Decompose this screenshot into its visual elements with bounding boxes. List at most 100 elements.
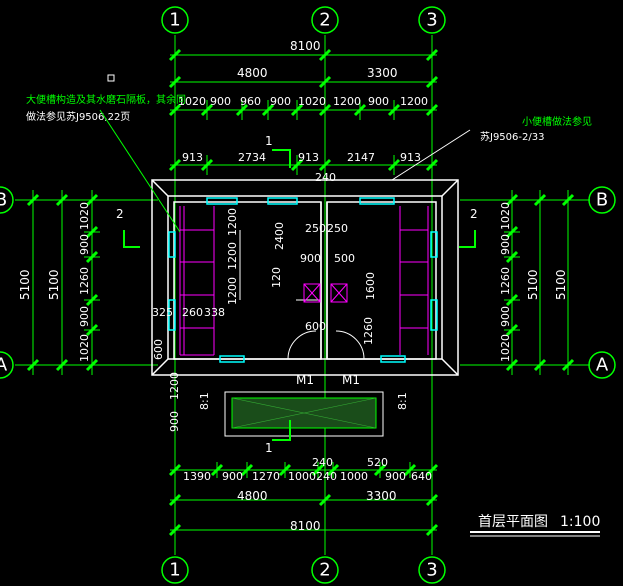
dim-bottom-4800: 4800 — [237, 489, 268, 503]
svg-text:1020: 1020 — [499, 334, 512, 362]
svg-text:240: 240 — [315, 171, 336, 184]
svg-text:A: A — [0, 355, 8, 376]
svg-text:1200: 1200 — [168, 372, 181, 400]
svg-text:500: 500 — [334, 252, 355, 265]
svg-text:640: 640 — [411, 470, 432, 483]
svg-text:260: 260 — [182, 306, 203, 319]
dim-bottom-overall: 8100 — [290, 519, 321, 533]
svg-text:1200: 1200 — [226, 242, 239, 270]
svg-text:8:1: 8:1 — [396, 392, 409, 410]
svg-text:900: 900 — [300, 252, 321, 265]
left-dimension-ticks — [26, 193, 99, 372]
dim-bottom-3300: 3300 — [366, 489, 397, 503]
bottom-dimension-lines — [170, 462, 437, 531]
svg-text:1200: 1200 — [400, 95, 428, 108]
svg-text:900: 900 — [499, 306, 512, 327]
svg-text:3: 3 — [426, 560, 437, 581]
note-left-line2: 做法参见苏J9506,22页 — [26, 110, 130, 123]
svg-text:913: 913 — [400, 151, 421, 164]
axis-bubble-right-b: B — [588, 186, 616, 214]
annotation-notes: 大便槽构造及其水磨石隔板，其余同 做法参见苏J9506,22页 小便槽做法参见 … — [26, 74, 592, 233]
svg-text:520: 520 — [367, 456, 388, 469]
svg-text:5100: 5100 — [554, 269, 568, 300]
svg-text:3: 3 — [426, 10, 437, 31]
svg-text:1020: 1020 — [78, 202, 91, 230]
svg-text:250: 250 — [305, 222, 326, 235]
svg-text:338: 338 — [204, 306, 225, 319]
svg-text:A: A — [596, 355, 609, 376]
note-left-line1: 大便槽构造及其水磨石隔板，其余同 — [26, 93, 186, 106]
svg-text:240: 240 — [316, 470, 337, 483]
section-marks — [123, 149, 476, 441]
svg-text:2: 2 — [470, 207, 478, 221]
door-label-m1-right: M1 — [342, 373, 360, 387]
door-labels: M1 M1 — [296, 373, 360, 387]
svg-text:2: 2 — [116, 207, 124, 221]
svg-text:900: 900 — [499, 234, 512, 255]
svg-text:B: B — [596, 190, 608, 211]
svg-text:1200: 1200 — [226, 208, 239, 236]
svg-text:5100: 5100 — [526, 269, 540, 300]
svg-text:1260: 1260 — [78, 267, 91, 295]
svg-text:2400: 2400 — [273, 222, 286, 250]
axis-bubble-left-b: B — [0, 186, 14, 214]
interior-dimensions: 2400 250 250 900 500 1200 1200 1200 120 … — [152, 208, 409, 432]
right-dimension-text: 1020 900 1260 900 1020 5100 5100 — [499, 202, 568, 362]
section-mark-labels: 1 1 2 2 — [116, 134, 478, 455]
top-dimension-text: 8100 4800 3300 1020 900 960 900 1020 120… — [178, 39, 428, 184]
left-dimension-text: 5100 5100 1020 900 1260 900 1020 — [18, 202, 91, 362]
svg-text:1260: 1260 — [499, 267, 512, 295]
svg-text:900: 900 — [270, 95, 291, 108]
svg-text:8:1: 8:1 — [198, 392, 211, 410]
axis-bubble-bottom-2: 2 — [311, 556, 339, 584]
building-outline — [151, 179, 459, 376]
svg-text:600: 600 — [305, 320, 326, 333]
svg-text:2: 2 — [319, 10, 330, 31]
svg-text:900: 900 — [78, 306, 91, 327]
svg-text:240: 240 — [312, 456, 333, 469]
svg-text:1020: 1020 — [298, 95, 326, 108]
svg-text:1020: 1020 — [178, 95, 206, 108]
right-dimension-lines — [504, 190, 569, 375]
svg-text:1260: 1260 — [362, 317, 375, 345]
svg-text:900: 900 — [210, 95, 231, 108]
axis-bubble-bottom-3: 3 — [418, 556, 446, 584]
dim-top-overall: 8100 — [290, 39, 321, 53]
svg-text:1: 1 — [265, 441, 273, 455]
svg-text:913: 913 — [182, 151, 203, 164]
toilet-fixtures — [179, 206, 429, 356]
svg-text:2147: 2147 — [347, 151, 375, 164]
svg-text:1000: 1000 — [288, 470, 316, 483]
svg-text:250: 250 — [327, 222, 348, 235]
door-label-m1-left: M1 — [296, 373, 314, 387]
windows — [168, 197, 438, 363]
svg-text:913: 913 — [298, 151, 319, 164]
svg-text:1020: 1020 — [78, 334, 91, 362]
svg-text:1: 1 — [265, 134, 273, 148]
entrance-steps — [224, 391, 384, 437]
svg-text:1000: 1000 — [340, 470, 368, 483]
svg-text:2: 2 — [319, 560, 330, 581]
svg-text:900: 900 — [222, 470, 243, 483]
svg-text:900: 900 — [78, 234, 91, 255]
svg-text:1: 1 — [169, 560, 180, 581]
svg-text:1200: 1200 — [226, 277, 239, 305]
svg-text:1: 1 — [169, 10, 180, 31]
svg-text:5100: 5100 — [18, 269, 32, 300]
axis-bubbles: 1 2 3 1 2 3 B A B A — [0, 6, 616, 584]
note-right-line1: 小便槽做法参见 — [522, 115, 592, 128]
svg-text:2734: 2734 — [238, 151, 266, 164]
svg-text:900: 900 — [368, 95, 389, 108]
dim-top-3300: 3300 — [367, 66, 398, 80]
top-dimension-ticks — [168, 48, 439, 172]
axis-bubble-top-1: 1 — [161, 6, 189, 34]
right-dimension-ticks — [505, 193, 575, 372]
note-marker-icon — [107, 74, 115, 82]
svg-text:1200: 1200 — [333, 95, 361, 108]
svg-text:1390: 1390 — [183, 470, 211, 483]
title-block: 首层平面图 1:100 — [470, 514, 600, 537]
axis-bubble-top-2: 2 — [311, 6, 339, 34]
svg-text:600: 600 — [152, 339, 165, 360]
